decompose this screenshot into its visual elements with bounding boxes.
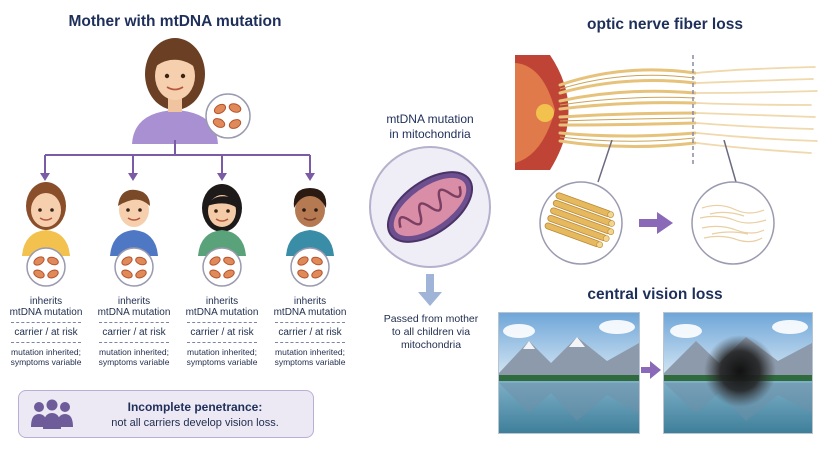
mito-label-line-1: mtDNA mutation bbox=[386, 112, 474, 126]
child-2-mitochondria-badge bbox=[114, 247, 154, 287]
child-status: carrier / at risk bbox=[102, 327, 166, 338]
central-loss-photo bbox=[663, 312, 813, 434]
mito-label: mtDNA mutation in mitochondria bbox=[360, 112, 500, 142]
child-mutation-label: mtDNA mutation bbox=[273, 307, 347, 318]
pedigree-connectors bbox=[40, 140, 315, 181]
optic-title: optic nerve fiber loss bbox=[587, 16, 743, 33]
optic-nerve-illustration bbox=[515, 55, 818, 170]
child-mutation-label: mtDNA mutation bbox=[9, 307, 83, 318]
child-note-1: mutation inherited; bbox=[275, 347, 345, 357]
child-1-text: inherits mtDNA mutation carrier / at ris… bbox=[1, 296, 91, 367]
child-4-figure bbox=[286, 188, 334, 256]
divider bbox=[275, 342, 345, 343]
damaged-fiber-bundle bbox=[691, 181, 775, 265]
mitochondrion-illustration bbox=[369, 146, 491, 268]
child-2-figure bbox=[110, 189, 158, 256]
child-status: carrier / at risk bbox=[190, 327, 254, 338]
child-3-text: inherits mtDNA mutation carrier / at ris… bbox=[177, 296, 267, 367]
mountain-lake-scene-blurred bbox=[664, 313, 812, 433]
child-4-mitochondria-badge bbox=[290, 247, 330, 287]
child-inherits-label: inherits bbox=[29, 296, 63, 307]
mito-caption-line-1: Passed from mother bbox=[383, 313, 479, 325]
normal-vision-photo bbox=[498, 312, 640, 434]
divider bbox=[11, 342, 81, 343]
child-2-text: inherits mtDNA mutation carrier / at ris… bbox=[89, 296, 179, 367]
divider bbox=[275, 322, 345, 323]
child-3-figure bbox=[198, 184, 246, 256]
child-mutation-label: mtDNA mutation bbox=[97, 307, 171, 318]
mother-title: Mother with mtDNA mutation bbox=[68, 13, 282, 30]
child-note-2: symptoms variable bbox=[186, 357, 258, 367]
zoom-pointer-lines bbox=[597, 140, 737, 183]
child-4-text: inherits mtDNA mutation carrier / at ris… bbox=[265, 296, 355, 367]
child-inherits-label: inherits bbox=[205, 296, 239, 307]
mother-mitochondria-badge bbox=[205, 93, 251, 139]
child-note-1: mutation inherited; bbox=[11, 347, 81, 357]
child-note-1: mutation inherited; bbox=[99, 347, 169, 357]
mother-figure bbox=[132, 38, 218, 144]
child-note-2: symptoms variable bbox=[274, 357, 346, 367]
child-note-2: symptoms variable bbox=[98, 357, 170, 367]
mito-label-line-2: in mitochondria bbox=[389, 127, 471, 141]
divider bbox=[99, 322, 169, 323]
divider bbox=[187, 342, 257, 343]
child-1-mitochondria-badge bbox=[26, 247, 66, 287]
healthy-fiber-bundle bbox=[539, 181, 623, 265]
child-status: carrier / at risk bbox=[278, 327, 342, 338]
child-3-mitochondria-badge bbox=[202, 247, 242, 287]
child-mutation-label: mtDNA mutation bbox=[185, 307, 259, 318]
right-arrow-icon bbox=[639, 212, 673, 234]
penetrance-box: Incomplete penetrance: not all carriers … bbox=[18, 390, 314, 438]
people-group-icon bbox=[31, 399, 73, 429]
child-inherits-label: inherits bbox=[117, 296, 151, 307]
mito-caption: Passed from mother to all children via m… bbox=[366, 313, 496, 352]
mountain-lake-scene bbox=[499, 313, 639, 433]
child-inherits-label: inherits bbox=[293, 296, 327, 307]
mito-caption-line-2: to all children via bbox=[391, 326, 471, 338]
mito-caption-line-3: mitochondria bbox=[400, 339, 462, 351]
child-note-1: mutation inherited; bbox=[187, 347, 257, 357]
central-vision-title: central vision loss bbox=[587, 286, 723, 303]
child-status: carrier / at risk bbox=[14, 327, 78, 338]
right-arrow-icon-vision bbox=[641, 361, 661, 379]
divider bbox=[11, 322, 81, 323]
down-arrow-icon bbox=[418, 274, 442, 306]
penetrance-heading: Incomplete penetrance: bbox=[127, 400, 263, 414]
divider bbox=[99, 342, 169, 343]
child-note-2: symptoms variable bbox=[10, 357, 82, 367]
child-1-figure bbox=[22, 182, 70, 256]
penetrance-body: not all carriers develop vision loss. bbox=[111, 417, 279, 429]
divider bbox=[187, 322, 257, 323]
